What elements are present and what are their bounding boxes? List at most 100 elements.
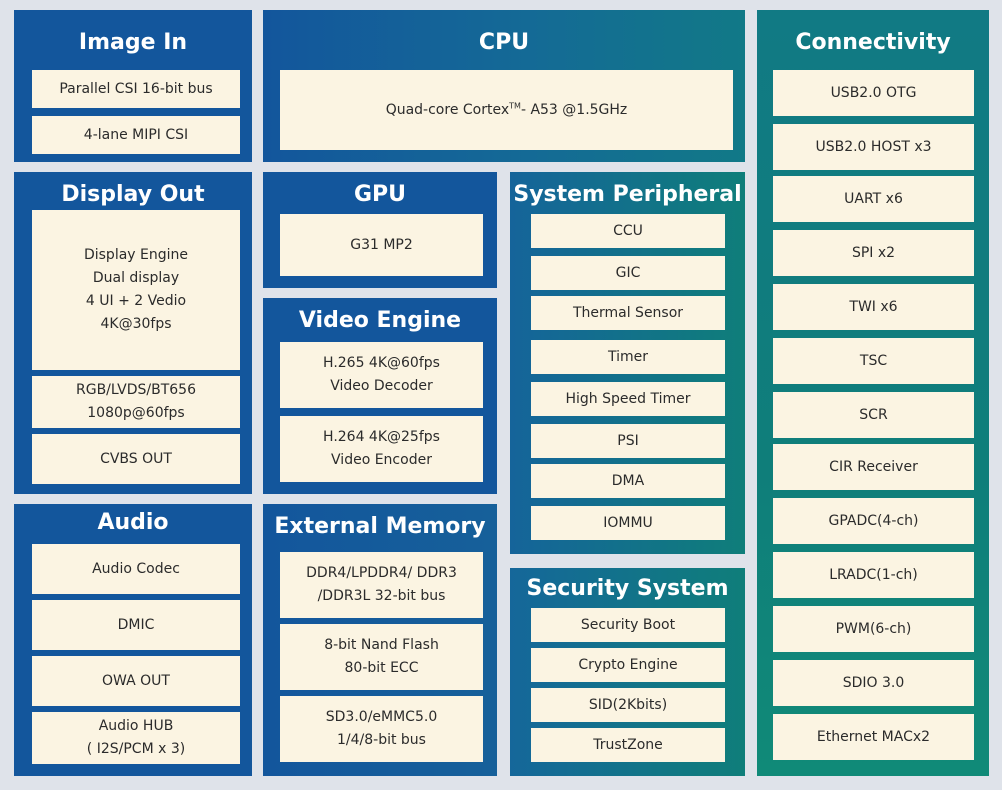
- external-memory-title: External Memory: [274, 514, 486, 539]
- nand-flash-box: 8-bit Nand Flash 80-bit ECC: [280, 624, 483, 690]
- ddr-line: /DDR3L 32-bit bus: [317, 588, 446, 604]
- system-peripheral-item-box: Timer: [531, 340, 725, 374]
- system-peripheral-item-label: Timer: [607, 348, 649, 365]
- system-peripheral-item-label: DMA: [611, 472, 645, 489]
- security-item-label: Security Boot: [580, 616, 676, 633]
- cvbs-out-box: CVBS OUT: [32, 434, 240, 484]
- connectivity-panel: Connectivity USB2.0 OTG USB2.0 HOST x3 UAR…: [757, 10, 989, 776]
- connectivity-item-box: GPADC(4-ch): [773, 498, 974, 544]
- connectivity-item-box: CIR Receiver: [773, 444, 974, 490]
- sd-emmc-line: SD3.0/eMMC5.0: [325, 709, 438, 725]
- trademark-mark: TM: [509, 100, 521, 110]
- audio-hub-line: Audio HUB: [98, 718, 174, 734]
- ddr-box: DDR4/LPDDR4/ DDR3 /DDR3L 32-bit bus: [280, 552, 483, 618]
- display-engine-box: Display Engine Dual display 4 UI + 2 Ved…: [32, 210, 240, 370]
- system-peripheral-item-box: DMA: [531, 464, 725, 498]
- connectivity-item-label: UART x6: [844, 190, 903, 207]
- owa-out-label: OWA OUT: [102, 672, 170, 689]
- connectivity-item-label: TSC: [859, 352, 888, 369]
- security-item-box: SID(2Kbits): [531, 688, 725, 722]
- parallel-csi-label: Parallel CSI 16-bit bus: [59, 80, 213, 97]
- nand-flash-line: 8-bit Nand Flash: [324, 637, 439, 653]
- security-item-label: Crypto Engine: [578, 656, 678, 673]
- system-peripheral-item-box: IOMMU: [531, 506, 725, 540]
- cpu-core-label: Quad-core CortexTM- A53 @1.5GHz: [385, 100, 628, 118]
- video-encoder-line: Video Encoder: [331, 452, 432, 468]
- connectivity-item-label: CIR Receiver: [829, 458, 918, 475]
- audio-panel: Audio Audio Codec DMIC OWA OUT Audio HUB…: [14, 504, 252, 776]
- gpu-title: GPU: [353, 182, 407, 207]
- connectivity-item-label: USB2.0 OTG: [830, 84, 917, 101]
- system-peripheral-item-box: PSI: [531, 424, 725, 458]
- dmic-box: DMIC: [32, 600, 240, 650]
- connectivity-item-box: SCR: [773, 392, 974, 438]
- connectivity-item-label: LRADC(1-ch): [829, 566, 918, 583]
- video-engine-title: Video Engine: [298, 308, 462, 333]
- connectivity-item-label: GPADC(4-ch): [828, 512, 919, 529]
- audio-hub-box: Audio HUB ( I2S/PCM x 3): [32, 712, 240, 764]
- rgb-lvds-line: RGB/LVDS/BT656: [76, 382, 196, 398]
- video-encoder-line: H.264 4K@25fps: [323, 429, 440, 445]
- cpu-core-box: Quad-core CortexTM- A53 @1.5GHz: [280, 70, 733, 150]
- gpu-panel: GPU G31 MP2: [263, 172, 497, 288]
- connectivity-item-label: PWM(6-ch): [835, 620, 912, 637]
- security-item-box: TrustZone: [531, 728, 725, 762]
- connectivity-item-box: Ethernet MACx2: [773, 714, 974, 760]
- audio-hub-line: ( I2S/PCM x 3): [86, 741, 186, 757]
- connectivity-item-box: TSC: [773, 338, 974, 384]
- video-decoder-line: Video Decoder: [330, 378, 433, 394]
- external-memory-panel: External Memory DDR4/LPDDR4/ DDR3 /DDR3L…: [263, 504, 497, 776]
- connectivity-item-box: LRADC(1-ch): [773, 552, 974, 598]
- display-out-panel: Display Out Display Engine Dual display …: [14, 172, 252, 494]
- mipi-csi-label: 4-lane MIPI CSI: [83, 126, 189, 143]
- connectivity-item-label: SDIO 3.0: [842, 674, 905, 691]
- video-encoder-box: H.264 4K@25fps Video Encoder: [280, 416, 483, 482]
- connectivity-item-label: USB2.0 HOST x3: [815, 138, 932, 155]
- security-item-label: SID(2Kbits): [588, 696, 668, 713]
- video-decoder-line: H.265 4K@60fps: [323, 355, 440, 371]
- display-engine-line: Display Engine: [83, 247, 189, 263]
- audio-title: Audio: [97, 510, 169, 535]
- gpu-label: G31 MP2: [350, 236, 413, 253]
- audio-codec-label: Audio Codec: [92, 560, 180, 577]
- security-item-box: Security Boot: [531, 608, 725, 642]
- connectivity-item-label: TWI x6: [849, 298, 898, 315]
- display-engine-line: 4K@30fps: [100, 316, 172, 332]
- parallel-csi-box: Parallel CSI 16-bit bus: [32, 70, 240, 108]
- audio-codec-box: Audio Codec: [32, 544, 240, 594]
- image-in-title: Image In: [78, 30, 188, 55]
- connectivity-item-label: Ethernet MACx2: [816, 728, 931, 745]
- system-peripheral-item-box: CCU: [531, 214, 725, 248]
- system-peripheral-item-label: CCU: [613, 222, 643, 239]
- mipi-csi-box: 4-lane MIPI CSI: [32, 116, 240, 154]
- security-item-label: TrustZone: [593, 736, 663, 753]
- connectivity-item-box: UART x6: [773, 176, 974, 222]
- connectivity-title: Connectivity: [795, 30, 951, 55]
- video-engine-panel: Video Engine H.265 4K@60fps Video Decode…: [263, 298, 497, 494]
- system-peripheral-item-box: GIC: [531, 256, 725, 290]
- system-peripheral-item-box: High Speed Timer: [531, 382, 725, 416]
- owa-out-box: OWA OUT: [32, 656, 240, 706]
- system-peripheral-item-label: High Speed Timer: [565, 390, 691, 407]
- connectivity-item-box: PWM(6-ch): [773, 606, 974, 652]
- system-peripheral-item-box: Thermal Sensor: [531, 296, 725, 330]
- connectivity-item-box: USB2.0 HOST x3: [773, 124, 974, 170]
- cpu-title: CPU: [478, 30, 530, 55]
- system-peripheral-title: System Peripheral: [513, 182, 742, 207]
- sd-emmc-line: 1/4/8-bit bus: [337, 732, 426, 748]
- system-peripheral-item-label: Thermal Sensor: [572, 304, 684, 321]
- video-decoder-box: H.265 4K@60fps Video Decoder: [280, 342, 483, 408]
- connectivity-item-box: TWI x6: [773, 284, 974, 330]
- gpu-box: G31 MP2: [280, 214, 483, 276]
- display-engine-line: 4 UI + 2 Vedio: [85, 293, 187, 309]
- rgb-lvds-line: 1080p@60fps: [87, 405, 185, 421]
- ddr-line: DDR4/LPDDR4/ DDR3: [306, 565, 457, 581]
- connectivity-item-label: SPI x2: [851, 244, 896, 261]
- nand-flash-line: 80-bit ECC: [344, 660, 419, 676]
- image-in-panel: Image In Parallel CSI 16-bit bus 4-lane …: [14, 10, 252, 162]
- cpu-panel: CPU Quad-core CortexTM- A53 @1.5GHz: [263, 10, 745, 162]
- connectivity-item-box: SPI x2: [773, 230, 974, 276]
- display-engine-line: Dual display: [92, 270, 180, 286]
- dmic-label: DMIC: [117, 616, 155, 633]
